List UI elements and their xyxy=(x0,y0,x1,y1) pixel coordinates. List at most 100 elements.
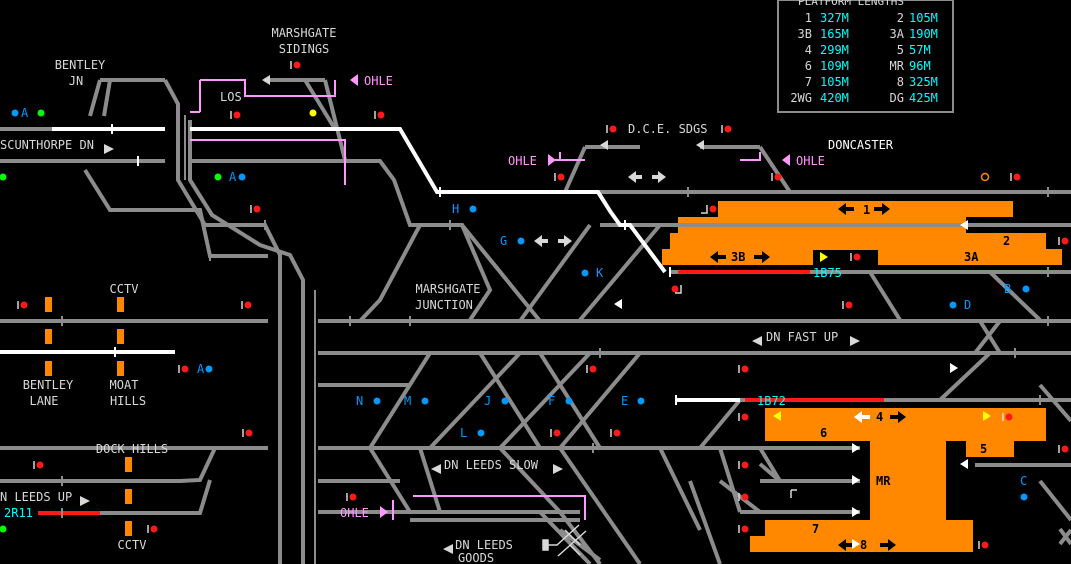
crossing-barrier[interactable] xyxy=(117,297,124,312)
platform-number: DG xyxy=(890,91,904,105)
route-marker-f[interactable]: F xyxy=(548,394,555,408)
route-marker-m[interactable]: M xyxy=(404,394,411,408)
dn-fast-up-label: DN FAST UP xyxy=(766,330,838,344)
platform-number: 7 xyxy=(805,75,812,89)
arrow-icon xyxy=(890,411,906,423)
platform-number: 6 xyxy=(805,59,812,73)
route-set xyxy=(0,127,740,402)
route-marker-a[interactable]: A xyxy=(197,362,205,376)
arrow-icon xyxy=(104,144,114,154)
platform-1-label: 1 xyxy=(863,203,870,217)
platform-number: 3B xyxy=(798,27,812,41)
ohle-arrow-icon xyxy=(380,506,388,518)
platform-5-label: 5 xyxy=(980,442,987,456)
signal-green-icon[interactable] xyxy=(37,109,45,117)
ohle-label: OHLE xyxy=(796,154,825,168)
crossing-barrier[interactable] xyxy=(117,361,124,376)
signal-green-icon[interactable] xyxy=(0,525,7,533)
ohle-label: OHLE xyxy=(508,154,537,168)
dn-leeds-up-label: N LEEDS UP xyxy=(0,490,72,504)
arrow-icon xyxy=(443,544,453,554)
marshgate-junction-label: JUNCTION xyxy=(415,298,473,312)
dn-leeds-goods-label: DN LEEDS xyxy=(455,538,513,552)
marshgate-sidings-label: MARSHGATE xyxy=(271,26,336,40)
route-marker-j[interactable]: J xyxy=(484,394,491,408)
platform-lengths-table: PLATFORM LENGTHS 1 327M 2 105M 3B 165M 3… xyxy=(777,0,954,113)
ohle-label: OHLE xyxy=(364,74,393,88)
indicator-icon xyxy=(983,411,991,421)
platform-length: 109M xyxy=(820,59,849,73)
track-occupied xyxy=(38,270,884,515)
platform-number: MR xyxy=(890,59,905,73)
route-marker-c[interactable]: C xyxy=(1020,474,1027,488)
signal-yellow-icon[interactable] xyxy=(309,109,317,117)
indicator-icon xyxy=(960,459,968,469)
crossing-barrier[interactable] xyxy=(125,457,132,472)
route-marker-l[interactable]: L xyxy=(460,426,467,440)
dock-hills-label: DOCK HILLS xyxy=(96,442,168,456)
route-marker-e[interactable]: E xyxy=(621,394,628,408)
platform-3a-label: 3A xyxy=(964,250,979,264)
train-describer-berths[interactable]: 1B75 1B72 2R11 xyxy=(4,266,842,520)
platform-lengths-heading: PLATFORM LENGTHS xyxy=(798,0,904,8)
crossing-barrier[interactable] xyxy=(45,329,52,344)
dce-sdgs-label: D.C.E. SDGS xyxy=(628,122,707,136)
signal-unlit-icon[interactable] xyxy=(980,172,990,182)
crossing-barrier[interactable] xyxy=(45,297,52,312)
crossing-barrier[interactable] xyxy=(117,329,124,344)
berth-1b72[interactable]: 1B72 xyxy=(757,394,786,408)
route-marker-b[interactable]: B xyxy=(1004,282,1011,296)
signal-green-icon[interactable] xyxy=(0,173,7,181)
route-marker-n[interactable]: N xyxy=(356,394,363,408)
platform-3b-label: 3B xyxy=(731,250,745,264)
cctv-label: CCTV xyxy=(110,282,139,296)
platform-4-label: 4 xyxy=(876,410,883,424)
arrow-icon xyxy=(838,203,890,215)
crossing-barrier[interactable] xyxy=(125,489,132,504)
route-marker-a[interactable]: A xyxy=(229,170,237,184)
level-crossing-markers[interactable] xyxy=(45,297,132,536)
los-label: LOS xyxy=(220,90,242,104)
ohle-arrow-icon xyxy=(350,74,358,86)
track-joints xyxy=(111,124,677,405)
crossing-barrier[interactable] xyxy=(45,361,52,376)
route-marker-dots xyxy=(11,109,1030,501)
marshgate-sidings-label: SIDINGS xyxy=(279,42,330,56)
scunthorpe-dn-label: SCUNTHORPE DN xyxy=(0,138,94,152)
platform-length: 420M xyxy=(820,91,849,105)
ohle-arrow-icons xyxy=(350,74,790,518)
platform-1-2-3-block xyxy=(662,201,1062,265)
platform-lengths-row: 4 299M 5 57M xyxy=(805,43,931,57)
arrow-icon xyxy=(838,539,896,551)
route-marker-k[interactable]: K xyxy=(596,266,604,280)
crossing-barrier[interactable] xyxy=(125,521,132,536)
arrow-icon xyxy=(628,171,666,183)
route-marker-h[interactable]: H xyxy=(452,202,459,216)
signals[interactable] xyxy=(0,61,1069,549)
route-marker-d[interactable]: D xyxy=(964,298,971,312)
line-direction-arrows xyxy=(80,75,860,554)
platform-mr-label: MR xyxy=(876,474,891,488)
berth-1b75[interactable]: 1B75 xyxy=(813,266,842,280)
platform-length: 57M xyxy=(909,43,931,57)
berth-2r11[interactable]: 2R11 xyxy=(4,506,33,520)
platform-number: 2WG xyxy=(790,91,812,105)
platform-direction-arrows xyxy=(710,203,906,551)
signal-red-icon[interactable] xyxy=(20,61,1069,549)
platforms xyxy=(662,201,1062,552)
ohle-limits xyxy=(190,79,761,520)
ohle-arrow-icon xyxy=(548,154,556,166)
arrow-icon xyxy=(262,75,270,85)
platform-length: 105M xyxy=(820,75,849,89)
platform-lengths-row: 1 327M 2 105M xyxy=(805,11,938,25)
platform-length: 105M xyxy=(909,11,938,25)
route-markers[interactable]: A A A B C D E F G H J K L M N xyxy=(21,106,1027,488)
track-layout xyxy=(0,78,1071,564)
signal-green-icon[interactable] xyxy=(214,173,222,181)
location-labels: MARSHGATE SIDINGS BENTLEY JN LOS D.C.E. … xyxy=(0,26,894,564)
route-marker-a[interactable]: A xyxy=(21,106,29,120)
indicator-icon xyxy=(820,252,828,262)
bentley-lane-label: LANE xyxy=(30,394,59,408)
route-marker-g[interactable]: G xyxy=(500,234,507,248)
